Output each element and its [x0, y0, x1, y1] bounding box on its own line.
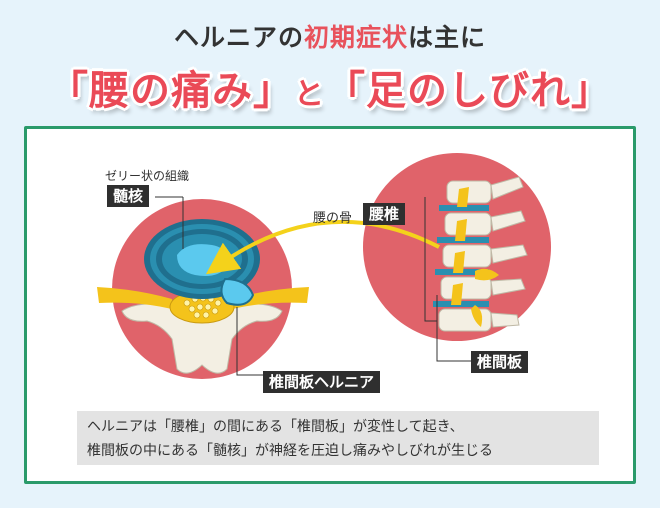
nucleus-tag: 髄核 [107, 185, 150, 207]
heading: ヘルニアの初期症状は主に [0, 18, 660, 54]
headline-joiner: と [294, 77, 325, 112]
headline: 「腰の痛み」と「足のしびれ」 [0, 58, 660, 116]
caption-line2: 椎間板の中にある「髄核」が神経を圧迫し痛みやしびれが生じる [87, 443, 493, 459]
spine-illustration [97, 153, 551, 379]
transfer-arrow-icon [205, 219, 440, 275]
lumbar-note: 腰の骨 [313, 211, 353, 226]
caption: ヘルニアは「腰椎」の間にある「椎間板」が変性して起き、 椎間板の中にある「髄核」… [77, 411, 599, 465]
lumbar-tag: 腰椎 [363, 203, 406, 225]
heading-highlight: 初期症状 [303, 23, 408, 52]
vertebrae-column-icon [433, 176, 528, 332]
herniation-bulge-icon [220, 277, 255, 306]
herniation-tag: 椎間板ヘルニア [263, 371, 381, 393]
right-nerve-icon [232, 287, 309, 309]
diagram-panel: ゼリー状の組織 髄核 椎間板ヘルニア 腰の骨 腰椎 椎間板 ヘルニアは「腰椎」の… [24, 126, 636, 484]
gel-note: ゼリー状の組織 [105, 169, 190, 183]
heading-after: は主に [408, 23, 487, 52]
heading-before: ヘルニアの [173, 23, 304, 52]
headline-part2: 「足のしびれ」 [325, 68, 612, 114]
caption-line1: ヘルニアは「腰椎」の間にある「椎間板」が変性して起き、 [87, 419, 464, 435]
headline-part1: 「腰の痛み」 [48, 68, 294, 114]
left-nerve-icon [97, 287, 172, 309]
disc-tag: 椎間板 [471, 351, 529, 373]
